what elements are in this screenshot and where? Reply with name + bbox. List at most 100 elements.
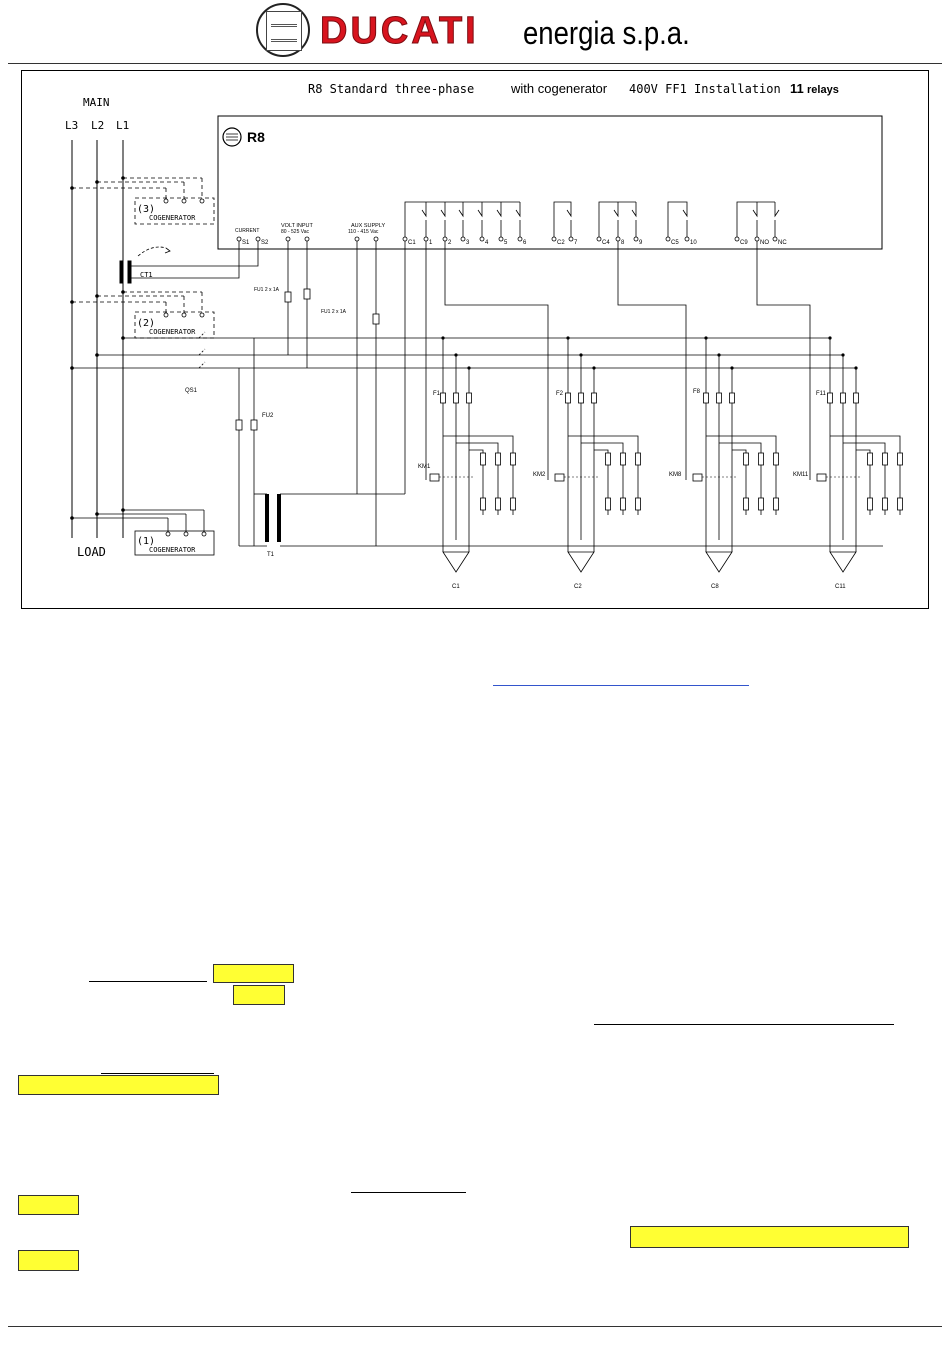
r8-device-box <box>217 115 883 250</box>
fu2-label: FU2 <box>262 413 274 419</box>
volt-range-label: 80 - 525 Vac <box>281 229 309 235</box>
wiring-diagram: R8 Standard three-phase with cogenerator… <box>21 70 929 609</box>
cogenerator-2-label: COGENERATOR <box>149 328 196 336</box>
brand-suffix: energia s.p.a. <box>523 15 690 51</box>
step-3-capacitor-label: C8 <box>711 584 719 590</box>
step-3-contactor-coil <box>692 473 703 482</box>
step-4-resistor-top <box>897 452 903 466</box>
step-1-resistor-top <box>495 452 501 466</box>
step-1-capacitor-leads <box>442 540 470 552</box>
step-2-resistor-bottom <box>605 497 611 511</box>
step-4-capacitor-label: C11 <box>835 584 846 590</box>
step-2-contactor-label: KM2 <box>533 472 546 478</box>
step-3-aux-wiring <box>706 435 777 515</box>
step-1-resistor-top <box>510 452 516 466</box>
step-2-capacitor-label: C2 <box>574 584 582 590</box>
step-3-resistor-top <box>773 452 779 466</box>
step-4-resistor-top <box>882 452 888 466</box>
step-1-aux-wiring <box>443 435 514 515</box>
highlight-box-1 <box>213 964 294 983</box>
cogenerator-3-number: (3) <box>137 204 155 215</box>
step-3-resistor-bottom <box>743 497 749 511</box>
phase-l3-label: L3 <box>65 119 78 132</box>
ct1-transformer <box>119 241 259 284</box>
aux-range-label: 110 - 415 Vac <box>348 229 379 235</box>
step-2-capacitor-bank <box>567 551 595 573</box>
terminal-c2: C2 <box>557 240 565 246</box>
cogenerator-1-label: COGENERATOR <box>149 546 196 554</box>
title-count: 11 <box>790 81 804 96</box>
terminal-c1: C1 <box>408 240 416 246</box>
step-1-capacitor-bank <box>442 551 470 573</box>
terminal-1: 1 <box>429 240 433 246</box>
step-2-resistor-top <box>620 452 626 466</box>
step-2-aux-wiring <box>568 435 639 515</box>
step-3-contactor-label: KM8 <box>669 472 682 478</box>
phase-nodes <box>70 176 125 520</box>
step-4-fuse <box>853 392 859 404</box>
cogenerator-1-number: (1) <box>137 536 155 547</box>
main-label: MAIN <box>83 96 110 109</box>
terminal-c9: C9 <box>740 240 748 246</box>
volt-input-label: VOLT INPUT <box>281 223 314 229</box>
step-1-busbar-node <box>441 336 445 340</box>
current-label: CURRENT <box>235 228 259 234</box>
terminal-s1: S1 <box>242 240 250 246</box>
cogenerator-3-label: COGENERATOR <box>149 214 196 222</box>
terminal-s2: S2 <box>261 240 269 246</box>
step-4-resistor-top <box>867 452 873 466</box>
step-4-fuse-label: F11 <box>816 391 827 397</box>
step-2-resistor-bottom <box>635 497 641 511</box>
step-1-fuse-label: F1 <box>433 391 441 397</box>
terminal-3: 3 <box>466 240 470 246</box>
step-1-fuse <box>466 392 472 404</box>
step-4-aux-wiring <box>830 435 901 515</box>
terminal-c5: C5 <box>671 240 679 246</box>
fu1-volt-label: FU1 2 x 1A <box>254 287 280 293</box>
step-4-resistor-bottom <box>882 497 888 511</box>
step-4-busbar-node <box>841 353 845 357</box>
step-3-fuse <box>703 392 709 404</box>
step-1-resistor-bottom <box>510 497 516 511</box>
highlight-box-2 <box>233 985 285 1005</box>
phase-l2-label: L2 <box>91 119 104 132</box>
step-2-fuse <box>565 392 571 404</box>
step-4-contactor-coil <box>816 473 827 482</box>
step-1-busbar-node <box>454 353 458 357</box>
cogenerator-2-number: (2) <box>137 318 155 329</box>
step-2-resistor-top <box>605 452 611 466</box>
terminal-6: 6 <box>523 240 527 246</box>
underline-4 <box>351 1192 466 1193</box>
step-3-fuse-label: F8 <box>693 389 701 395</box>
step-1-resistor-bottom <box>480 497 486 511</box>
step-4-resistor-bottom <box>867 497 873 511</box>
step-3-busbar-node <box>730 366 734 370</box>
step-4-busbar-node <box>854 366 858 370</box>
step-4-resistor-bottom <box>897 497 903 511</box>
step-2-fuse <box>578 392 584 404</box>
step-1-contactor-label: KM1 <box>418 464 431 470</box>
step-1-fuse <box>440 392 446 404</box>
step-labels: F1 KM1 C1 F2 KM2 C2 F8 KM8 C8 F11 KM11 C… <box>418 389 846 590</box>
step-2-contactor-coil <box>554 473 565 482</box>
cogenerator-1-wiring <box>72 509 215 556</box>
title-unit: relays <box>807 84 839 96</box>
r8-logo-mark <box>226 133 238 141</box>
step-3-busbar-node <box>704 336 708 340</box>
link-underline[interactable] <box>493 685 749 686</box>
terminal-2: 2 <box>448 240 452 246</box>
terminal-c4: C4 <box>602 240 610 246</box>
highlight-box-4 <box>18 1195 79 1215</box>
highlight-box-6 <box>18 1250 79 1271</box>
step-1-resistor-top <box>480 452 486 466</box>
step-3-resistor-bottom <box>773 497 779 511</box>
step-2-fuse-label: F2 <box>556 391 564 397</box>
cogenerator-3-wiring <box>72 177 215 225</box>
step-4-busbar-node <box>828 336 832 340</box>
capacitor-steps <box>429 336 903 573</box>
r8-label: R8 <box>247 129 265 145</box>
footer-rule <box>8 1326 942 1327</box>
brand-name: DUCATI <box>320 10 479 53</box>
terminal-7: 7 <box>574 240 578 246</box>
logo-emblem <box>266 11 302 51</box>
